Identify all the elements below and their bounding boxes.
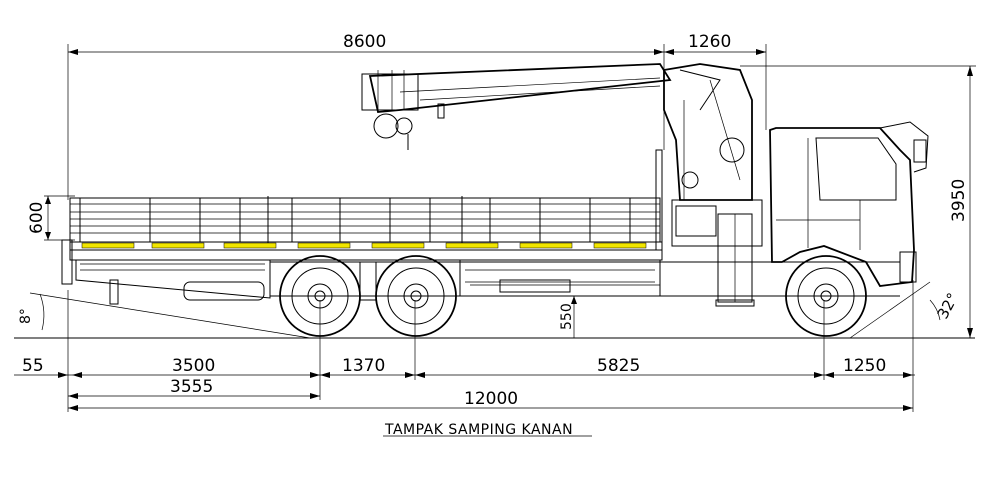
dim-rear-overhang: 3500 — [172, 356, 215, 376]
dim-total-height: 3950 — [949, 179, 969, 222]
dimension-lines — [14, 44, 976, 437]
dim-tandem-spacing: 1370 — [342, 356, 385, 376]
dim-body-length: 8600 — [343, 32, 386, 52]
cargo-body — [61, 149, 663, 305]
dim-front-overhang: 1250 — [843, 356, 886, 376]
crane — [361, 63, 763, 307]
reflector-strips — [81, 242, 647, 249]
dim-departure-angle: 8° — [18, 308, 34, 324]
chassis — [270, 261, 900, 297]
dim-overall-length: 12000 — [464, 389, 518, 409]
dim-side-height: 600 — [27, 202, 47, 234]
dim-ground-clearance: 550 — [559, 303, 575, 330]
cab — [769, 121, 929, 287]
drawing-caption: TAMPAK SAMPING KANAN — [384, 422, 573, 438]
dim-approach-angle: 32° — [934, 290, 962, 322]
dim-rear-overhang-extra: 55 — [22, 356, 44, 376]
wheel-front — [785, 255, 867, 337]
dim-wheelbase: 5825 — [597, 356, 640, 376]
dim-cab-to-body: 1260 — [688, 32, 731, 52]
dim-rear-overhang-total: 3555 — [170, 377, 213, 397]
